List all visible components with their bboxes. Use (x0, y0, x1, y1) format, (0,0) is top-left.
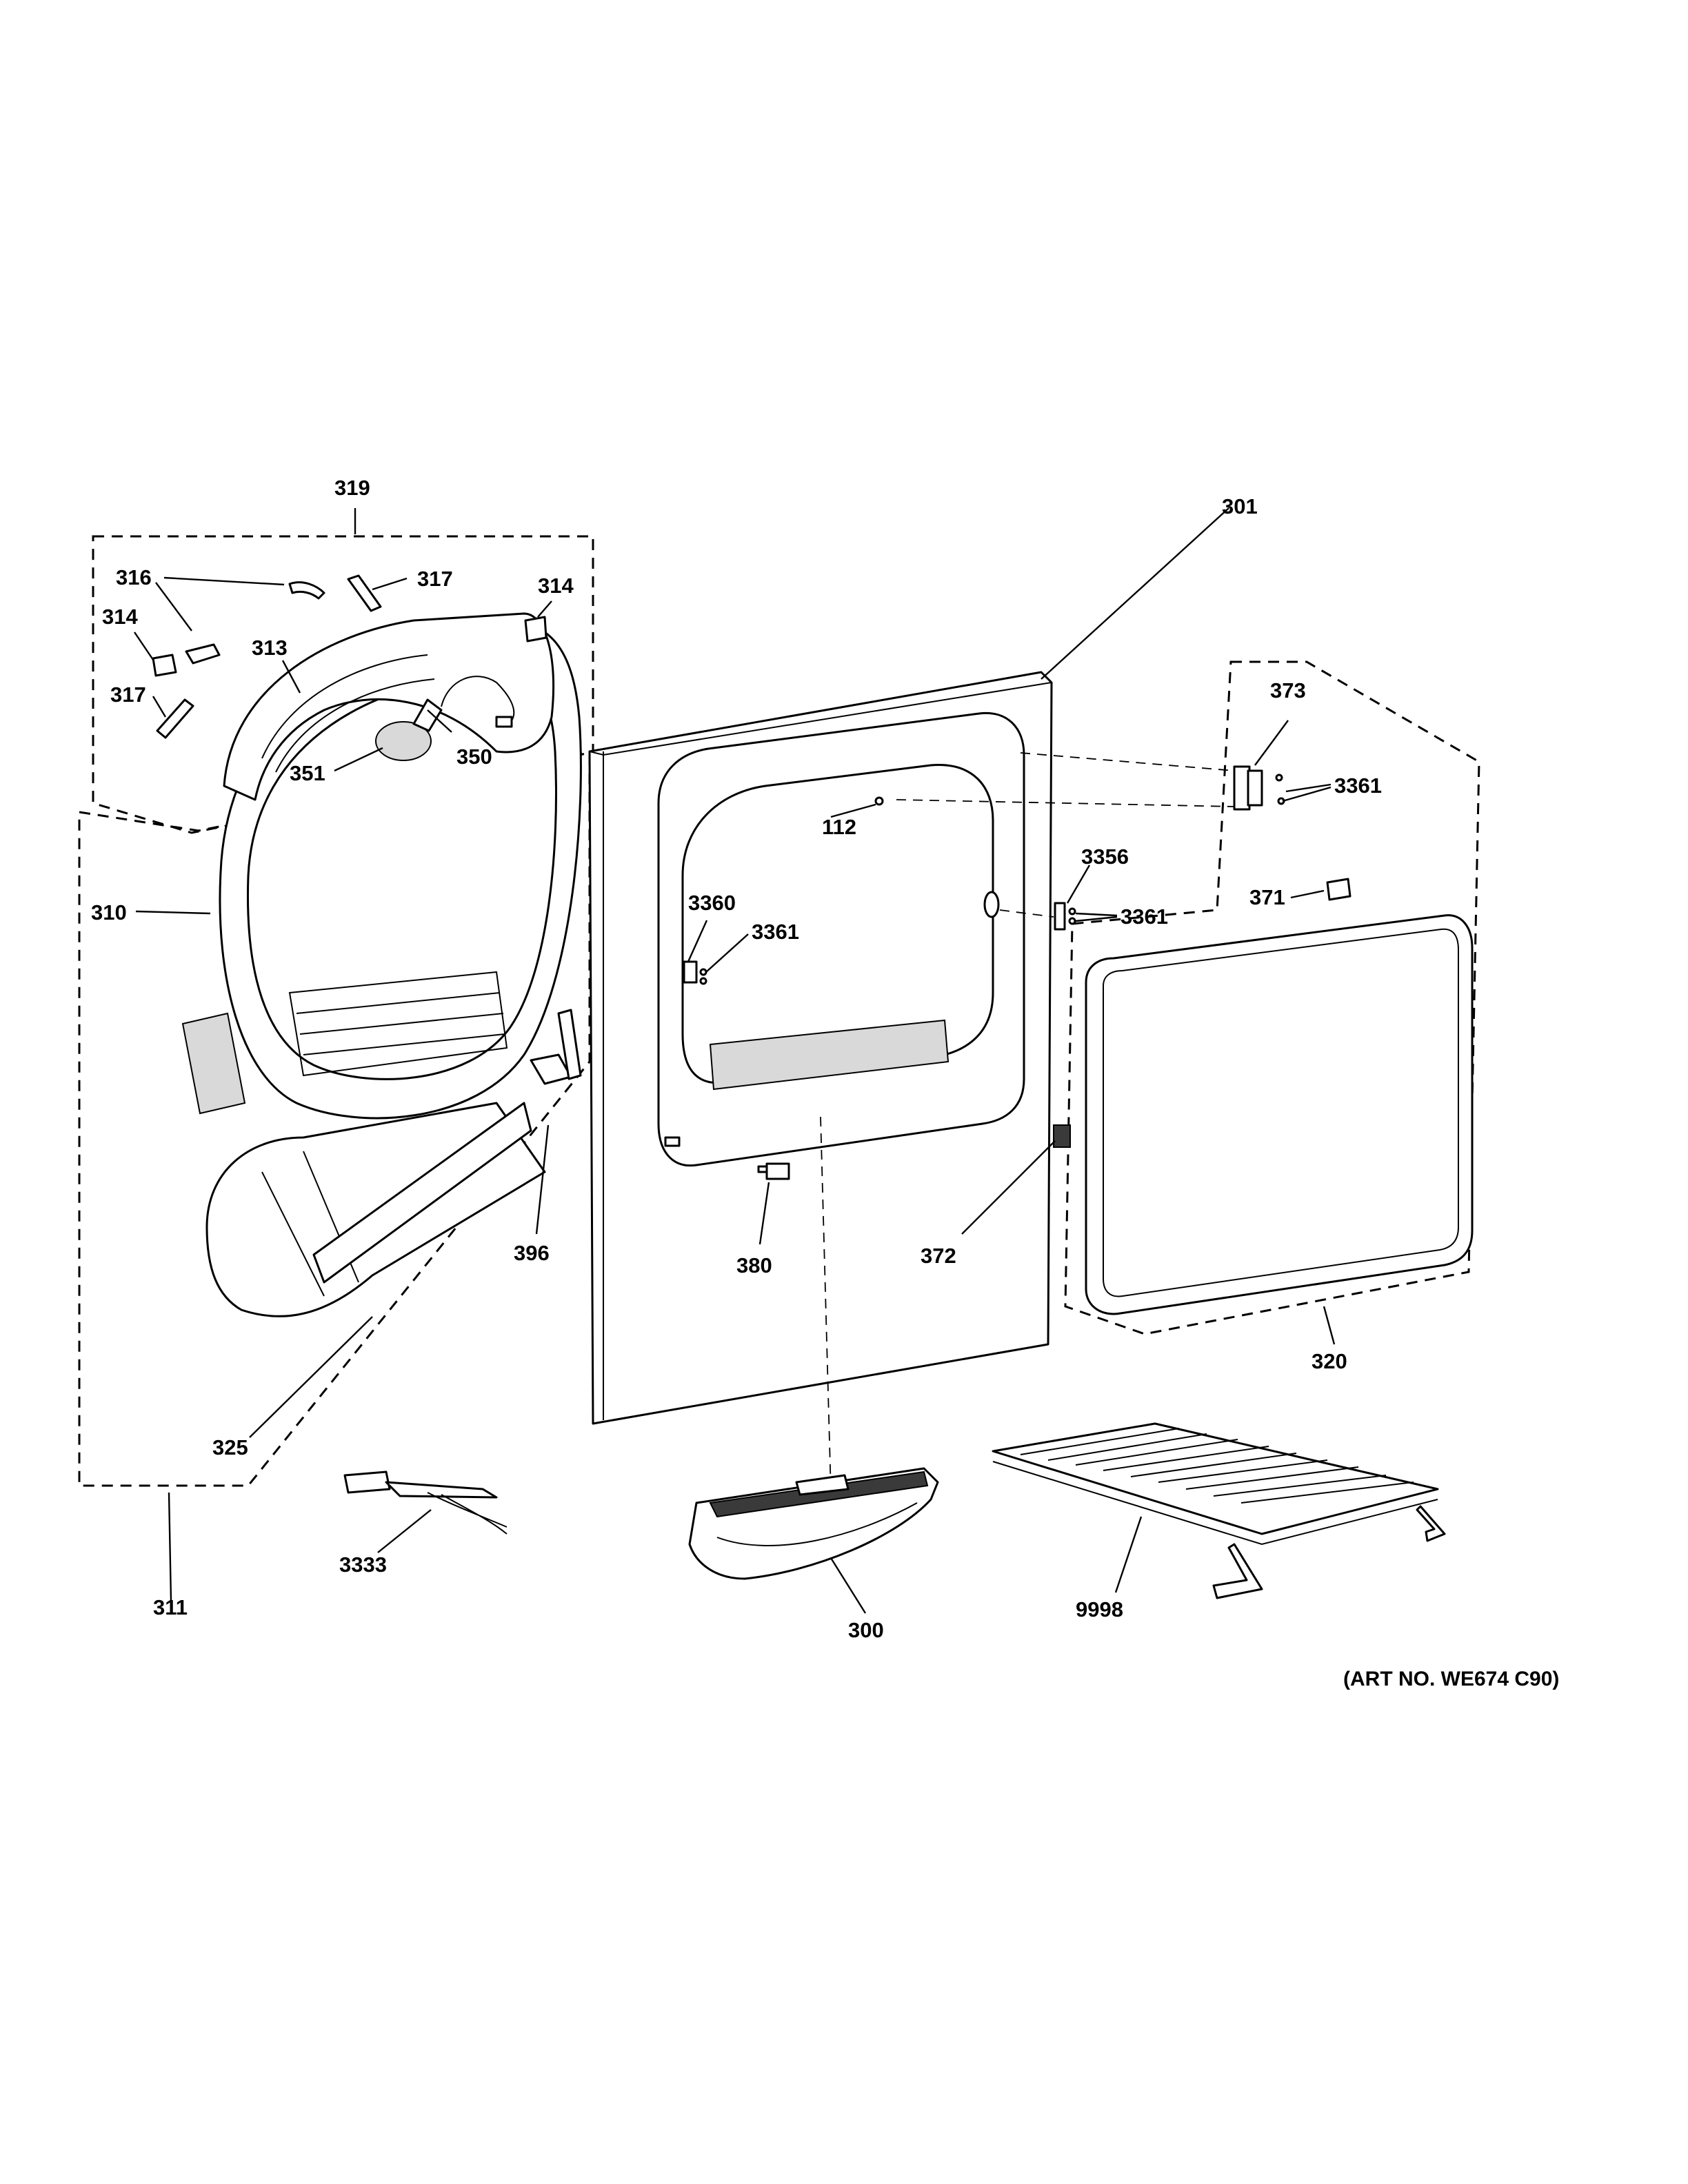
label-3360: 3360 (688, 891, 736, 915)
bracket-317-top (347, 574, 382, 612)
label-9998: 9998 (1076, 1597, 1123, 1621)
label-380: 380 (736, 1253, 772, 1277)
label-371: 371 (1249, 885, 1285, 909)
harness-350 (441, 676, 515, 728)
hinge-373 (1233, 765, 1285, 811)
cap-371 (1326, 878, 1352, 901)
label-3333: 3333 (339, 1553, 387, 1577)
hinge-3356 (1054, 902, 1076, 931)
alignment-line-3 (999, 909, 1054, 918)
switch-380 (757, 1162, 790, 1180)
label-350: 350 (456, 745, 492, 769)
leader-lines (134, 507, 1336, 1614)
label-301: 301 (1222, 494, 1258, 518)
group-box-320 (1064, 660, 1480, 1335)
label-313: 313 (252, 636, 288, 660)
sensor-316 (288, 581, 325, 600)
label-372: 372 (921, 1244, 956, 1268)
label-320: 320 (1312, 1349, 1347, 1373)
drum-front-bulkhead (181, 619, 582, 1120)
label-351: 351 (290, 761, 325, 785)
pad-314-left (152, 654, 177, 677)
top-shroud-313 (223, 612, 555, 801)
label-300: 300 (848, 1618, 884, 1642)
label-3361-left: 3361 (752, 920, 799, 944)
label-325: 325 (212, 1435, 248, 1459)
label-3361-top-right: 3361 (1334, 774, 1382, 798)
strike-372 (1053, 1124, 1071, 1148)
label-317-top: 317 (417, 567, 453, 591)
lint-filter-300 (688, 1467, 939, 1580)
label-311: 311 (153, 1595, 188, 1619)
pad-314-right (524, 616, 547, 643)
label-314-right: 314 (538, 574, 574, 598)
sensor-bar-3333 (343, 1470, 508, 1535)
label-319: 319 (334, 476, 370, 500)
exhaust-duct (205, 1102, 546, 1317)
label-3356: 3356 (1081, 845, 1129, 869)
label-3361-mid-right: 3361 (1121, 904, 1168, 929)
group-box-311 (78, 751, 591, 1487)
label-317-left: 317 (110, 682, 146, 707)
bracket-317-left (156, 698, 194, 739)
label-314-left: 314 (102, 605, 138, 629)
label-310: 310 (91, 900, 127, 924)
drying-rack-9998 (992, 1422, 1446, 1599)
front-panel-301 (588, 671, 1053, 1425)
alignment-line-1 (1020, 752, 1235, 771)
label-112: 112 (822, 815, 856, 839)
part-396 (530, 1009, 582, 1085)
art-number: (ART NO. WE674 C90) (1343, 1668, 1559, 1690)
alignment-line-4 (820, 1116, 832, 1493)
label-316: 316 (116, 565, 152, 589)
label-373: 373 (1270, 678, 1306, 702)
bracket-316-clip (185, 643, 221, 665)
alignment-line-2 (896, 799, 1235, 807)
lamp-351 (375, 698, 443, 761)
door-320 (1085, 914, 1474, 1315)
label-396: 396 (514, 1241, 550, 1265)
